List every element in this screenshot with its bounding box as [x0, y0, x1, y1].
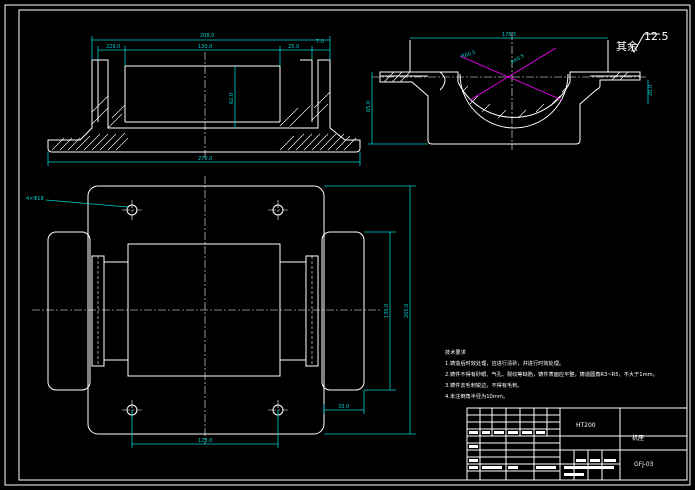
dim-edge: 7.0 [316, 39, 324, 45]
notes-line-3: 3.铸件去毛刺锐边，不得有毛刺。 [445, 381, 523, 389]
roughness-value: 12.5 [644, 30, 669, 43]
dim-right-offset: 25.0 [288, 44, 299, 50]
inner-frame [18, 9, 688, 481]
dim-side-width: 176.5 [502, 32, 516, 38]
dim-height: 62.0 [229, 93, 235, 104]
title-block: HT200 机座 GFJ-03 [466, 407, 688, 481]
notes-line-2: 2.铸件不得有砂眼、气孔、裂纹等缺陷，铸件表面应平整，铸造圆角R3~R5，不大于… [445, 370, 658, 378]
material: HT200 [576, 422, 596, 429]
technical-notes: 技术要求 1.铸造后时效处理，应进行清砂，并进行时效处理。 2.铸件不得有砂眼、… [445, 348, 658, 400]
roughness-icon [629, 33, 660, 54]
dim-radius-inner: R40.5 [510, 53, 526, 66]
side-view: 176.5 R60.5 R40.5 65.0 20.0 12.5 其余 [366, 30, 669, 150]
dim-overall-top: 208.0 [200, 33, 214, 39]
roughness-label: 其余 [616, 39, 638, 53]
notes-line-4: 4.未注倒角半径为10mm。 [445, 392, 508, 400]
dim-left-offset: 229.0 [106, 44, 120, 50]
part-name: 机座 [632, 434, 644, 442]
dim-base-length: 270.0 [198, 156, 212, 162]
dim-side-height: 65.0 [366, 101, 372, 112]
dim-bolt-spacing: 128.0 [198, 438, 212, 444]
dim-side-small: 20.0 [648, 85, 654, 96]
front-view: 208.0 229.0 130.0 25.0 7.0 62.0 270.0 [47, 33, 361, 166]
top-view: 4×Φ18 205.0 130.0 33.0 128.0 [26, 176, 416, 448]
notes-title: 技术要求 [445, 348, 467, 356]
notes-line-1: 1.铸造后时效处理，应进行清砂，并进行时效处理。 [445, 359, 564, 367]
drawing-number: GFJ-03 [634, 461, 654, 468]
dim-center-width: 130.0 [198, 44, 212, 50]
dim-offset: 33.0 [338, 404, 349, 410]
dim-radius-outer: R60.5 [461, 50, 477, 60]
outer-frame [4, 4, 691, 486]
dim-inner-height: 130.0 [384, 304, 390, 318]
dim-hole: 4×Φ18 [26, 196, 44, 202]
dim-total-height: 205.0 [404, 304, 410, 318]
